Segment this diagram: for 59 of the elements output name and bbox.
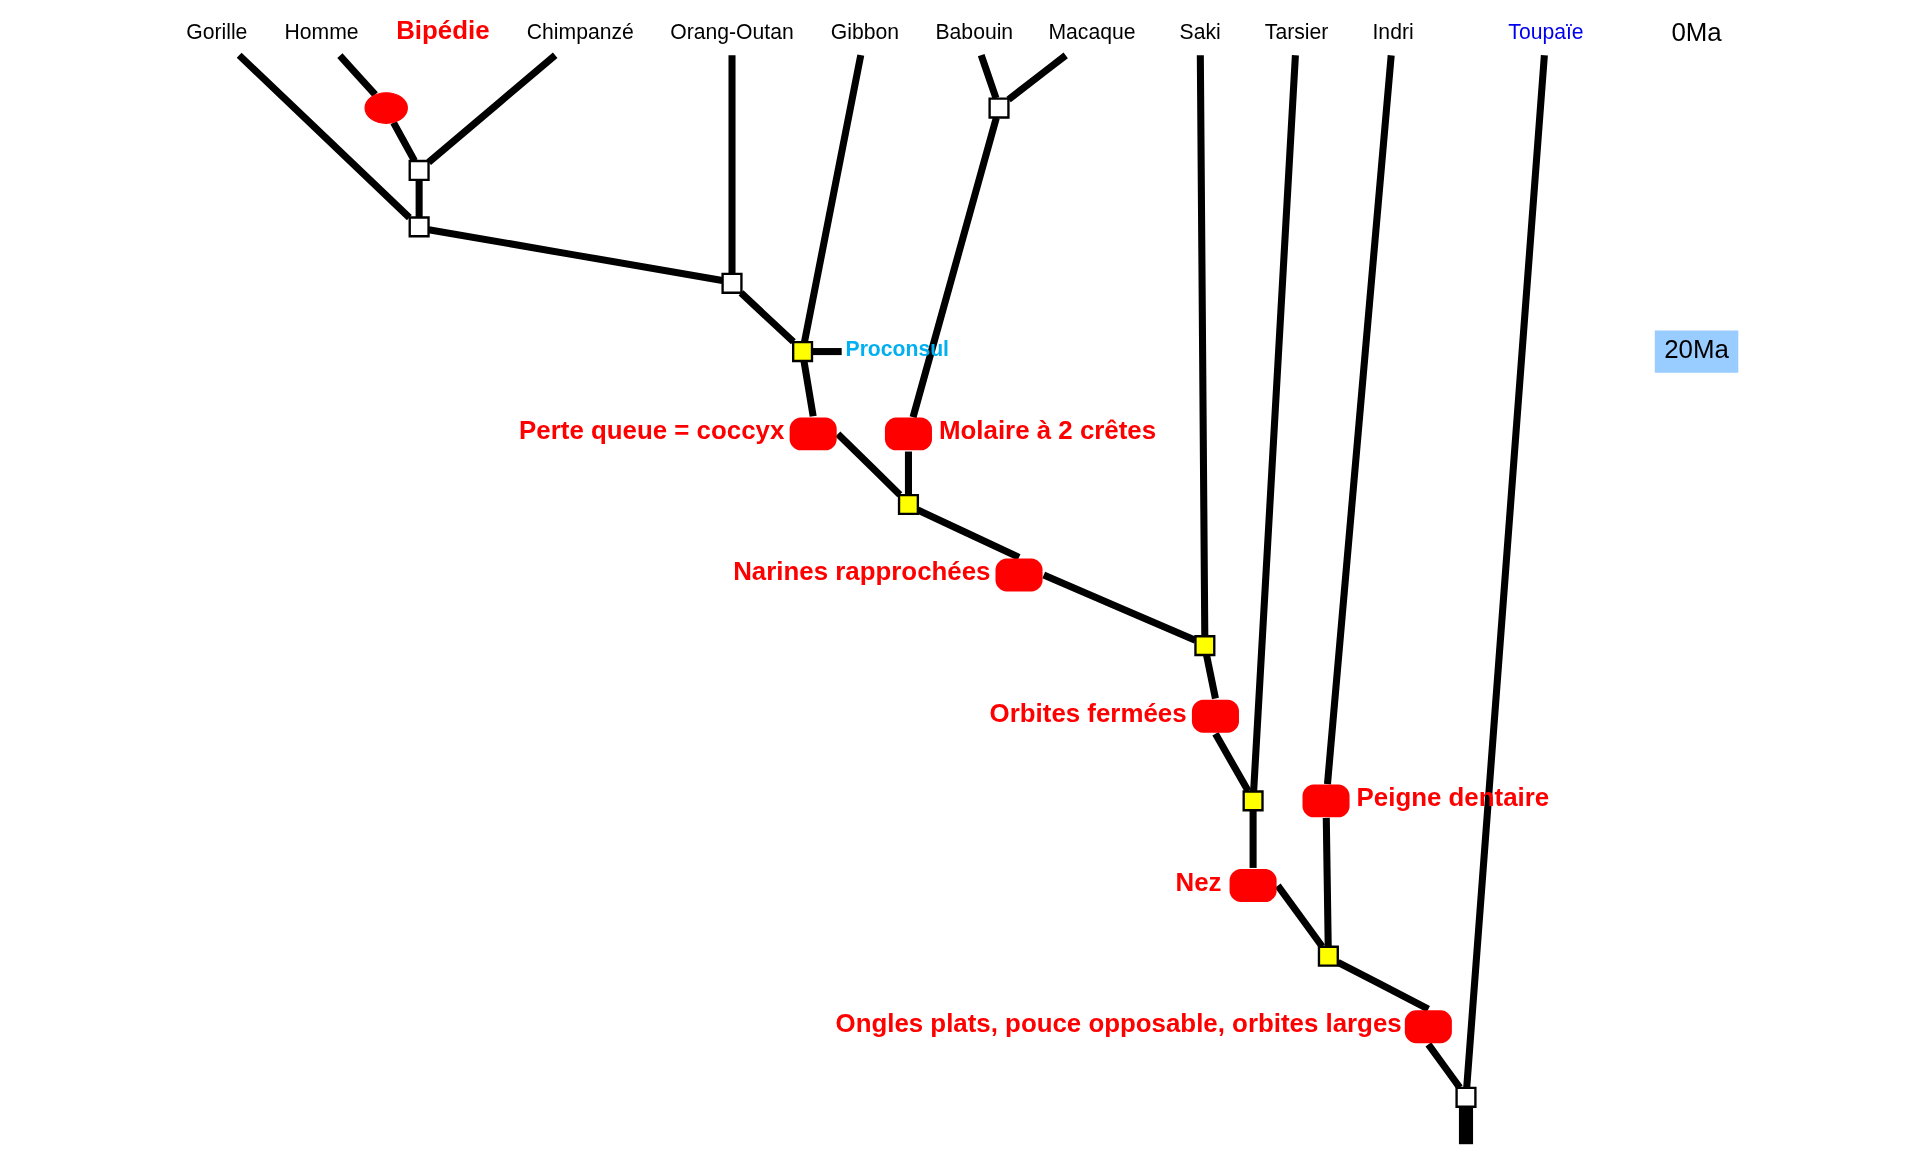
node-label: Narines rapprochées bbox=[732, 557, 990, 586]
connector bbox=[1005, 52, 1068, 103]
connector bbox=[1249, 810, 1257, 868]
node-text: Indri bbox=[1371, 20, 1414, 44]
node-label: Ongles plats, pouce opposable, orbites larges bbox=[835, 1009, 1402, 1038]
node-ellipse bbox=[363, 92, 408, 124]
connector bbox=[834, 431, 902, 498]
connector bbox=[415, 180, 423, 218]
node-text: Orang-Outan bbox=[669, 20, 794, 44]
node-text: Saki bbox=[1179, 20, 1221, 44]
node-box bbox=[987, 97, 1010, 119]
connector bbox=[1202, 654, 1219, 700]
connector bbox=[1322, 817, 1332, 947]
node-box bbox=[1193, 635, 1215, 657]
node-box bbox=[1454, 1086, 1477, 1108]
node-text: Gorille bbox=[185, 20, 247, 44]
connector bbox=[1041, 571, 1197, 644]
connector bbox=[800, 54, 864, 343]
connector bbox=[1425, 1042, 1463, 1090]
node-text: Tarsier bbox=[1264, 20, 1328, 44]
node-label: Bipédie bbox=[395, 16, 490, 45]
node-ellipse bbox=[1191, 699, 1239, 733]
node-text: Toupaïe bbox=[1507, 20, 1584, 44]
label: 20Ma bbox=[1663, 335, 1729, 364]
node-box bbox=[720, 272, 743, 294]
node-ellipse bbox=[1404, 1010, 1452, 1044]
connector bbox=[236, 52, 412, 221]
node-ellipse bbox=[995, 558, 1043, 592]
node-text: Macaque bbox=[1047, 20, 1135, 44]
node-ellipse bbox=[1302, 784, 1350, 818]
node-text: Gibbon bbox=[830, 20, 899, 44]
node-box bbox=[791, 340, 813, 363]
connector bbox=[389, 120, 418, 163]
node-text: Babouin bbox=[934, 20, 1013, 44]
node-box bbox=[408, 216, 430, 238]
node-ellipse bbox=[789, 417, 837, 451]
node-ellipse bbox=[1229, 869, 1277, 903]
node-label: Molaire à 2 crêtes bbox=[938, 416, 1156, 445]
node-box bbox=[1242, 790, 1264, 812]
connector bbox=[425, 52, 557, 165]
node-label: Perte queue = coccyx bbox=[518, 416, 784, 445]
node-text: Homme bbox=[283, 20, 359, 44]
connector bbox=[1458, 1106, 1473, 1145]
connector bbox=[1274, 883, 1325, 949]
node-text: Chimpanzé bbox=[526, 20, 634, 44]
node-ellipse bbox=[884, 417, 932, 451]
connector bbox=[427, 226, 723, 284]
connector bbox=[738, 290, 796, 345]
connector bbox=[904, 451, 912, 495]
connector bbox=[1211, 732, 1251, 793]
node-box bbox=[408, 159, 430, 181]
node-label: Orbites fermées bbox=[989, 698, 1187, 727]
label: 0Ma bbox=[1670, 17, 1722, 46]
connector bbox=[800, 360, 817, 417]
node-box bbox=[897, 493, 919, 516]
connector bbox=[336, 53, 378, 98]
node-box bbox=[1317, 945, 1339, 967]
node-label: Nez bbox=[1174, 867, 1221, 896]
connector bbox=[811, 348, 842, 356]
